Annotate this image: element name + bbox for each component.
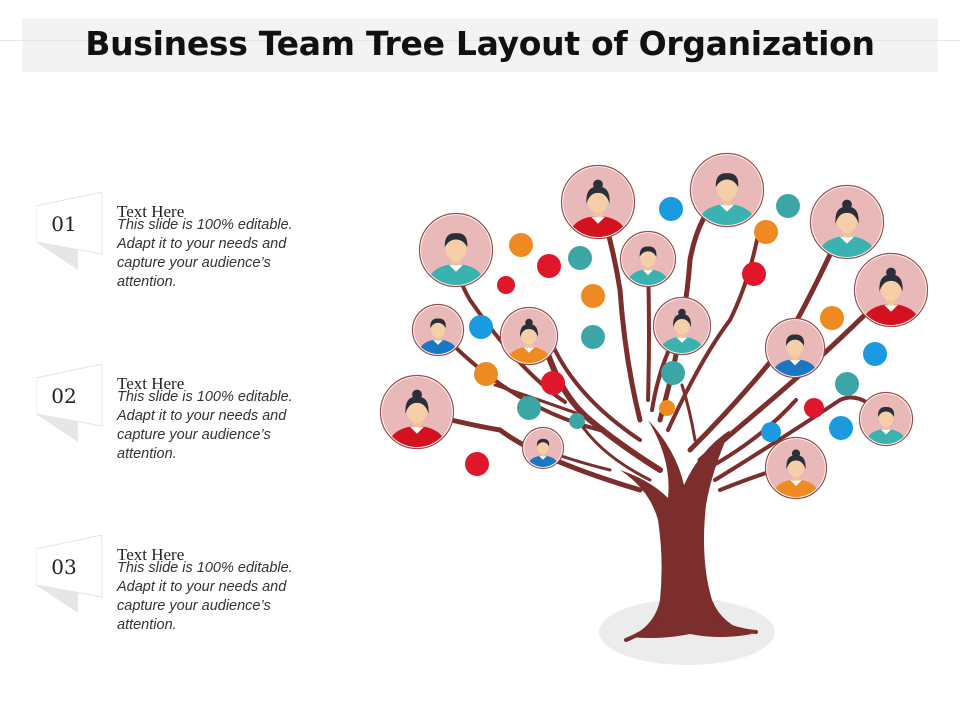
person-avatar-icon: [521, 426, 565, 470]
tree-dot: [761, 422, 781, 442]
tree-dot: [517, 396, 541, 420]
item-number: 02: [51, 384, 77, 408]
organization-tree-illustration: [379, 152, 929, 665]
tree-dot: [568, 246, 592, 270]
tree-dot: [465, 452, 489, 476]
person-avatar-icon: [809, 184, 885, 260]
person-avatar-icon: [858, 391, 914, 447]
divider-line: [0, 40, 960, 41]
number-badge: [36, 192, 104, 272]
person-avatar-icon: [764, 317, 826, 379]
team-avatars: [379, 152, 929, 500]
list-item-2: 02 Text Here This slide is 100% editable…: [0, 364, 360, 524]
tree-branch: [680, 383, 697, 442]
tree-dot: [863, 342, 887, 366]
tree-dot: [569, 413, 585, 429]
tree-roots: [624, 616, 758, 642]
slide-title: Business Team Tree Layout of Organizatio…: [85, 24, 875, 63]
person-avatar-icon: [689, 152, 765, 228]
tree-dot: [829, 416, 853, 440]
person-avatar-icon: [379, 374, 455, 450]
item-heading: Text Here: [117, 374, 185, 393]
person-avatar-icon: [418, 212, 494, 288]
tree-dot: [754, 220, 778, 244]
item-body: This slide is 100% editable. Adapt it to…: [117, 217, 293, 290]
tree-dot: [776, 194, 800, 218]
tree-dot: [581, 325, 605, 349]
item-body: This slide is 100% editable. Adapt it to…: [117, 389, 293, 462]
tree-dot: [659, 400, 675, 416]
tree-dot: [581, 284, 605, 308]
list-item-3: 03 Text Here This slide is 100% editable…: [0, 535, 360, 695]
tree-dot: [469, 315, 493, 339]
person-avatar-icon: [764, 436, 828, 500]
tree-dot: [497, 276, 515, 294]
item-number: 03: [51, 555, 77, 579]
number-badge: [36, 364, 104, 444]
tree-dot: [541, 371, 565, 395]
tree-dot: [820, 306, 844, 330]
tree-dot: [474, 362, 498, 386]
tree-dots: [465, 194, 887, 476]
tree-dot: [537, 254, 561, 278]
tree-trunk: [620, 420, 752, 638]
item-heading: Text Here: [117, 545, 185, 564]
tree-dot: [661, 361, 685, 385]
person-avatar-icon: [411, 303, 465, 357]
person-avatar-icon: [560, 164, 636, 240]
list-item-1: 01 Text Here This slide is 100% editable…: [0, 192, 360, 352]
tree-dot: [659, 197, 683, 221]
item-body: This slide is 100% editable. Adapt it to…: [117, 560, 293, 633]
tree-dot: [509, 233, 533, 257]
person-avatar-icon: [652, 296, 712, 356]
tree-dot: [835, 372, 859, 396]
tree-dot: [804, 398, 824, 418]
item-number: 01: [51, 212, 77, 236]
tree-branch: [666, 223, 762, 432]
tree-branch: [576, 418, 652, 482]
tree-dot: [742, 262, 766, 286]
person-avatar-icon: [499, 306, 559, 366]
person-avatar-icon: [619, 230, 677, 288]
number-badge: [36, 535, 104, 615]
item-heading: Text Here: [117, 202, 185, 221]
title-bar: [22, 18, 938, 72]
person-avatar-icon: [853, 252, 929, 328]
